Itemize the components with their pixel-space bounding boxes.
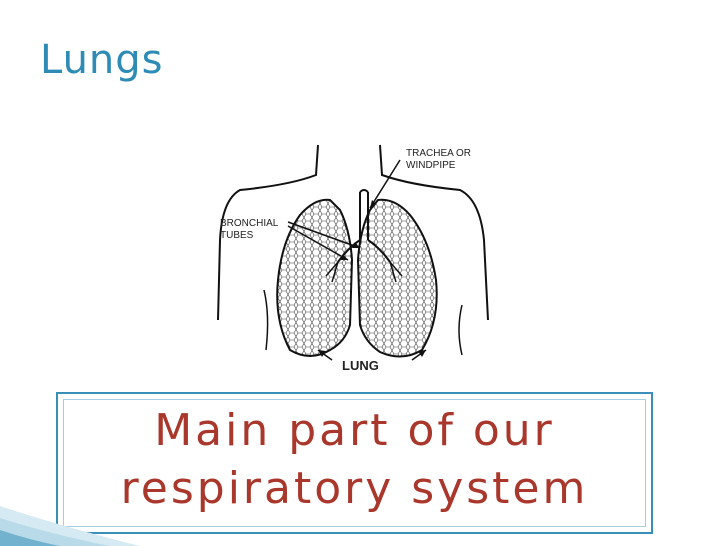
body-outline-left xyxy=(217,144,319,321)
caption-text: Main part of our respiratory system xyxy=(58,402,651,518)
right-lung xyxy=(356,198,438,358)
lung-label: LUNG xyxy=(342,358,379,373)
trachea-label-line1: TRACHEA OR xyxy=(406,148,471,159)
bronchial-label-line2: TUBES xyxy=(220,230,254,241)
caption-box: Main part of our respiratory system xyxy=(56,392,653,534)
body-outline-right xyxy=(379,144,489,321)
caption-inner-border xyxy=(63,399,646,527)
left-lung xyxy=(276,198,354,357)
decorative-swoosh xyxy=(0,506,140,546)
trachea-label-line2: WINDPIPE xyxy=(406,160,456,171)
lungs-diagram: TRACHEA OR WINDPIPE BRONCHIAL TUBES LUNG xyxy=(200,130,510,375)
bronchial-label-line1: BRONCHIAL xyxy=(220,218,279,229)
caption-line-2: respiratory system xyxy=(120,463,589,514)
slide-title: Lungs xyxy=(40,37,164,83)
lungs-illustration: TRACHEA OR WINDPIPE BRONCHIAL TUBES LUNG xyxy=(217,144,489,373)
caption-line-1: Main part of our xyxy=(154,405,555,456)
